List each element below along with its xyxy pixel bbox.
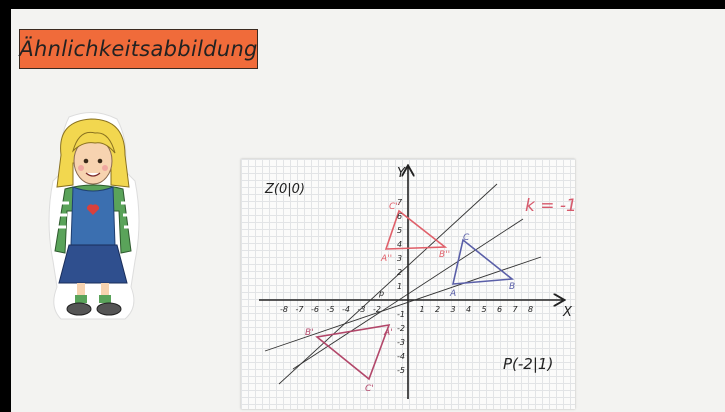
girl-illustration [48,112,140,320]
y-tick-label: 2 [397,268,402,277]
x-tick-label: 1 [420,305,425,314]
vertex-b1: B' [305,328,314,338]
vertex-b2: B'' [439,250,450,260]
triangle-abc [451,238,515,285]
y-tick-label: 7 [397,198,403,207]
x-axis-label: X [562,305,573,320]
x-tick-label: -8 [280,305,288,314]
y-tick-label: -4 [397,352,405,361]
y-tick-label: 3 [397,254,402,263]
vertex-a2: A'' [380,254,392,264]
y-tick-label: -1 [397,310,405,319]
y-tick-label: -3 [397,338,405,347]
x-tick-label: 7 [513,305,519,314]
y-tick-label: 4 [397,240,402,249]
x-tick-label: -5 [327,305,335,314]
y-axis-label: Y [397,166,406,181]
triangle-a2b2c2 [384,209,448,250]
y-tick-label: 1 [397,282,402,291]
x-tick-label: 5 [482,305,487,314]
x-tick-label: 6 [497,305,502,314]
x-tick-label: 2 [435,305,440,314]
x-tick-label: 3 [451,305,456,314]
y-tick-label: 6 [397,212,402,221]
vertex-b: B [509,282,515,292]
y-tick-label: -5 [397,366,405,375]
construction-lines [264,183,542,385]
triangle-a1b1c1 [315,323,391,381]
x-tick-label: -3 [358,305,366,314]
x-tick-label: -2 [373,305,381,314]
center-label: Z(0|0) [264,182,305,197]
vertex-c2: C'' [389,202,400,212]
point-label: P(-2|1) [503,355,553,373]
y-tick-label: 5 [397,226,402,235]
vertex-c: C [463,233,470,243]
vertex-a1: A' [383,328,393,338]
x-tick-label: -7 [296,305,305,314]
factor-label: k = -1 [525,196,575,216]
y-tick-labels: 7 6 5 4 3 2 1 -1 -2 -3 -4 -5 [397,198,405,375]
vertex-a: A [449,289,456,299]
x-tick-label: -4 [342,305,350,314]
title-card: Ähnlichkeitsabbildung [19,29,258,69]
x-tick-label: -6 [311,305,319,314]
title-text: Ähnlichkeitsabbildung [19,37,258,61]
small-p-label: p [378,289,384,298]
x-tick-label: 4 [466,305,471,314]
vertex-c1: C' [365,384,374,394]
whiteboard: Ähnlichkeitsabbildung [11,9,725,412]
y-tick-label: -2 [397,324,405,333]
x-tick-label: 8 [528,305,533,314]
